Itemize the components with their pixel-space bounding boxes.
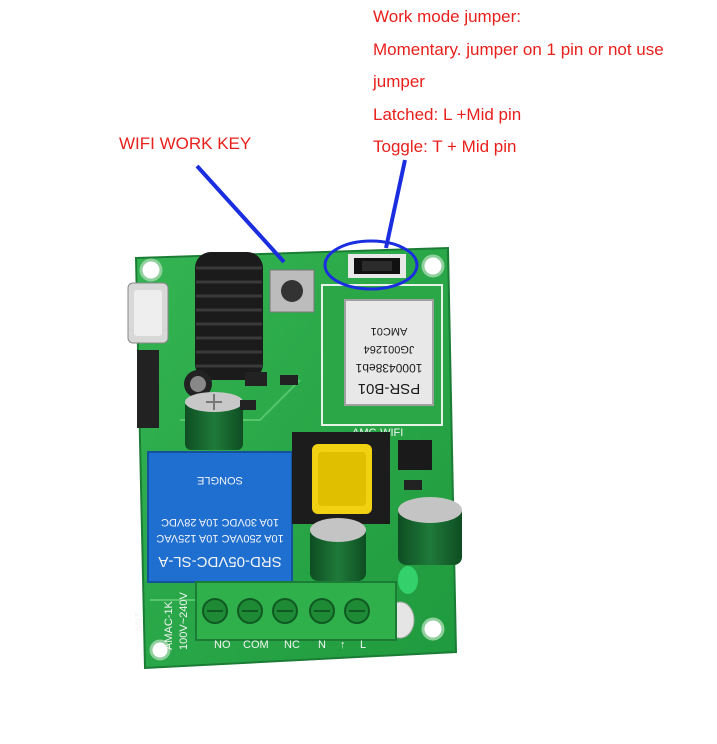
terminal-label-com: COM [243, 639, 269, 651]
wifi-work-key-button [269, 269, 315, 313]
small-capacitor [184, 370, 212, 398]
electrolytic-capacitor-left [185, 392, 243, 450]
antenna-coil [195, 252, 263, 380]
terminal-label-nc: NC [284, 639, 300, 651]
antenna-label: ANT [134, 612, 145, 632]
wifi-work-key-label: WIFI WORK KEY [119, 134, 252, 153]
crystal-oscillator [127, 282, 169, 344]
jumper-note-latched: Latched: L +Mid pin [373, 105, 522, 124]
jumper-note-momentary-cont: jumper [373, 72, 425, 91]
wifi-module: PSR-B01 1000438eb1 JG001264 AMC01 AMC-WI… [321, 284, 443, 439]
terminal-block [195, 581, 397, 641]
electrolytic-capacitor-middle [310, 518, 366, 581]
electrolytic-capacitor-right [398, 497, 462, 565]
work-mode-jumper [348, 254, 406, 278]
jumper-note-title: Work mode jumper: [373, 7, 522, 26]
module-text-serial: 1000438eb1 [355, 361, 422, 375]
terminal-label-l: L [360, 639, 366, 651]
module-text-psr: PSR-B01 [358, 380, 421, 397]
terminal-label-n: N [318, 639, 326, 651]
relay-rating-dc: 10A 30VDC 10A 28VDC [161, 516, 279, 528]
led-indicator [398, 566, 418, 594]
transformer [292, 432, 390, 524]
wifi-key-arrow [195, 164, 286, 264]
board-voltage-label: 100V~240V [178, 592, 190, 650]
relay: SRD-05VDC-SL-A 10A 250VAC 10A 125VAC 10A… [147, 451, 293, 583]
pin-header [137, 350, 159, 428]
jumper-note-momentary: Momentary. jumper on 1 pin or not use [373, 40, 664, 59]
jumper-note-toggle: Toggle: T + Mid pin [373, 137, 517, 156]
terminal-label-earth: ↑ [340, 639, 346, 651]
relay-model: SRD-05VDC-SL-A [158, 553, 281, 570]
relay-rating-ac: 10A 250VAC 10A 125VAC [156, 532, 283, 544]
jumper-highlight [323, 159, 419, 291]
terminal-labels: NO COM NC N ↑ L [214, 639, 366, 651]
smd-chips [240, 372, 432, 490]
module-text-amc: AMC01 [371, 325, 408, 337]
relay-brand: SONGLE [197, 474, 243, 486]
terminal-label-no: NO [214, 639, 231, 651]
board-model-label: AMAC-1K [163, 600, 175, 650]
module-text-lot: JG001264 [364, 343, 415, 355]
